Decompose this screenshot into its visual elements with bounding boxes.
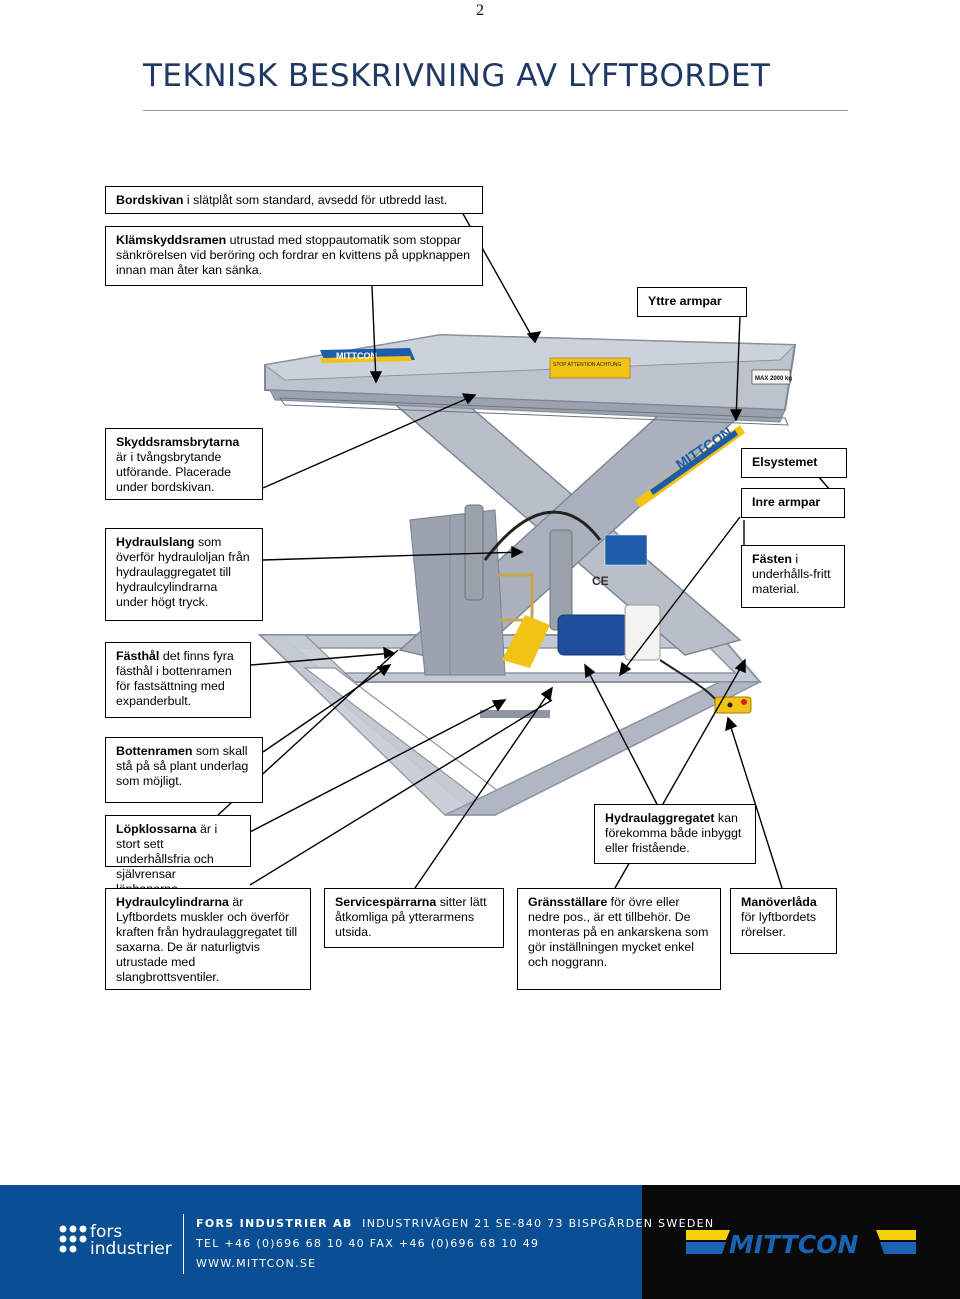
callout-fasthal-title: Fästhål (116, 649, 160, 663)
callout-gransstallare-title: Gränsställare (528, 895, 608, 909)
footer-divider (183, 1214, 184, 1274)
hydraulic-unit-motor (557, 614, 629, 656)
callout-servicesparrarna: Servicespärrarna sitter lätt åtkomliga p… (324, 888, 504, 948)
callout-fasten-text: i underhålls-fritt material. (752, 552, 831, 596)
callout-bottenramen: Bottenramen som skall stå på så plant un… (105, 737, 263, 803)
callout-klamskyddsramen-text: utrustad med stoppautomatik som stoppar … (116, 233, 471, 277)
max-load-label: MAX 2000 kg (755, 376, 792, 382)
callout-klamskyddsramen: Klämskyddsramen utrustad med stoppautoma… (105, 226, 483, 286)
title-rule (143, 110, 848, 111)
callout-lopklossarna-title: Löpklossarna (116, 822, 197, 836)
callout-bottenramen-text: som skall stå på så plant underlag som m… (116, 744, 249, 788)
table-brand-label: MITTCON (336, 351, 377, 361)
mittcon-logo: MITTCON (686, 1230, 916, 1258)
fors-industrier-logo-icon (59, 1225, 87, 1253)
callout-fasthal-text: det finns fyra fästhål i bottenramen för… (116, 649, 234, 708)
callout-hydraulslang-title: Hydraulslang (116, 535, 195, 549)
ce-mark: CE (592, 574, 609, 588)
callout-bordskivan-text: i slätplåt som standard, avsedd för utbr… (183, 193, 448, 207)
callout-fasten-title: Fästen (752, 552, 792, 566)
page-title: TEKNISK BESKRIVNING AV LYFTBORDET (143, 58, 771, 94)
callout-elsystemet: Elsystemet (741, 448, 847, 478)
callout-klamskyddsramen-title: Klämskyddsramen (116, 233, 227, 247)
callout-manoverlada-title: Manöverlåda (741, 895, 817, 909)
callout-elsystemet-title: Elsystemet (752, 455, 818, 469)
callout-manoverlada: Manöverlåda för lyftbordets rörelser. (730, 888, 837, 954)
callout-hydraulaggregatet-title: Hydraulaggregatet (605, 811, 715, 825)
mittcon-wordmark: MITTCON (729, 1230, 858, 1258)
lift-table-illustration: MITTCON CE MITTCON STOP ATTENTION ACHTUN… (257, 333, 797, 816)
callout-inre-armpar-title: Inre armpar (752, 495, 821, 509)
callout-servicesparrarna-text: sitter lätt åtkomliga på ytterarmens uts… (335, 895, 487, 939)
callout-inre-armpar: Inre armpar (741, 488, 845, 518)
fors-wordmark-line2: industrier (90, 1239, 172, 1259)
control-box-illustration (714, 696, 752, 714)
callout-lopklossarna: Löpklossarna är i stort sett underhållsf… (105, 815, 251, 896)
callout-skyddsram-title: Skyddsramsbrytarna (116, 435, 240, 449)
callout-gransstallare-text: för övre eller nedre pos., är ett tillbe… (528, 895, 709, 969)
fors-industrier-wordmark: fors industrier (90, 1224, 172, 1258)
callout-bottenramen-title: Bottenramen (116, 744, 193, 758)
callout-manoverlada-text: för lyftbordets rörelser. (741, 910, 817, 939)
callout-hydraulcylindrarna-title: Hydraulcylindrarna (116, 895, 229, 909)
hydraulic-unit-tank (624, 604, 661, 661)
address-web[interactable]: WWW.MITTCON.SE (196, 1257, 317, 1270)
callout-hydraulcylindrarna-text: är Lyftbordets muskler och överför kraft… (116, 895, 298, 984)
callout-hydraulaggregatet: Hydraulaggregatet kan förekomma både inb… (594, 804, 756, 864)
warning-label: STOP ATTENTION ACHTUNG (553, 362, 621, 368)
fors-wordmark-line1: fors (90, 1222, 123, 1242)
footer-blue-band (0, 1185, 642, 1299)
callout-bordskivan-title: Bordskivan (116, 193, 184, 207)
footer-address: FORS INDUSTRIER AB INDUSTRIVÄGEN 21 SE-8… (196, 1214, 714, 1274)
callout-hydraulcylindrarna: Hydraulcylindrarna är Lyftbordets muskle… (105, 888, 311, 990)
callout-gransstallare: Gränsställare för övre eller nedre pos.,… (517, 888, 721, 990)
callout-bordskivan: Bordskivan i slätplåt som standard, avse… (105, 186, 483, 214)
callout-skyddsram-text: är i tvångsbrytande utförande. Placerade… (116, 450, 232, 494)
callout-servicesparrarna-title: Servicespärrarna (335, 895, 437, 909)
callout-fasthal: Fästhål det finns fyra fästhål i bottenr… (105, 642, 251, 718)
page-number: 2 (476, 2, 484, 19)
callout-hydraulslang-text: som överför hydrauloljan från hydraulagg… (116, 535, 250, 609)
callout-hydraulslang: Hydraulslang som överför hydrauloljan fr… (105, 528, 263, 621)
callout-hydraulaggregatet-text: kan förekomma både inbyggt eller friståe… (605, 811, 742, 855)
address-company: FORS INDUSTRIER AB (196, 1217, 353, 1230)
callout-yttre-armpar: Yttre armpar (637, 287, 747, 317)
callout-yttre-armpar-title: Yttre armpar (648, 294, 722, 308)
callout-skyddsramsbrytarna: Skyddsramsbrytarna är i tvångsbrytande u… (105, 428, 263, 500)
address-street: INDUSTRIVÄGEN 21 SE-840 73 BISPGÅRDEN SW… (362, 1217, 715, 1230)
address-line1: FORS INDUSTRIER AB INDUSTRIVÄGEN 21 SE-8… (196, 1214, 714, 1234)
address-phone: TEL +46 (0)696 68 10 40 FAX +46 (0)696 6… (196, 1237, 540, 1250)
callout-fasten: Fästen i underhålls-fritt material. (741, 545, 845, 608)
